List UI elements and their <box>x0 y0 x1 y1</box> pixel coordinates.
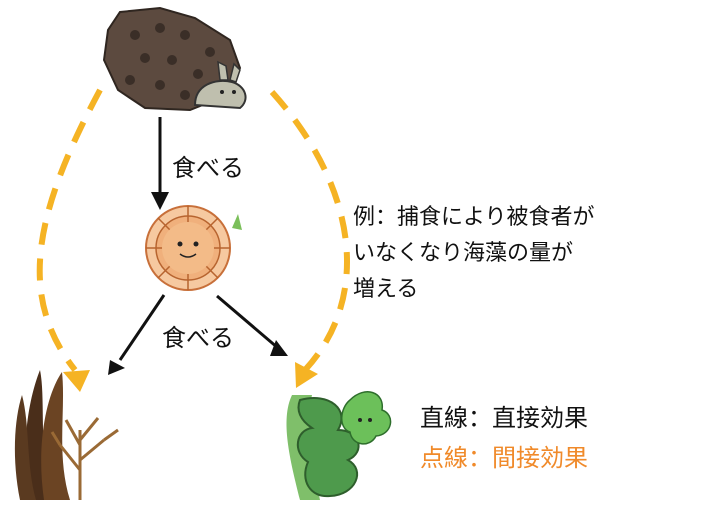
snail-creature-icon <box>193 60 247 110</box>
dashed-arrows <box>36 88 350 392</box>
dashed-arrowhead-right <box>295 362 318 388</box>
brown-kelp-icon <box>14 370 119 500</box>
eat-label-middle: 食べる <box>162 324 234 352</box>
sea-urchin-icon <box>145 205 242 291</box>
predator-rock-icon <box>102 6 247 112</box>
arrowhead-kelp <box>108 360 125 375</box>
example-line-3: 増える <box>353 277 419 302</box>
example-line-2: いなくなり海藻の量が <box>353 241 574 266</box>
arrow-urchin-to-seaweed <box>216 294 279 350</box>
dashed-arrow-left <box>36 88 103 372</box>
eat-label-top: 食べる <box>172 154 244 182</box>
arrowhead-seaweed <box>270 340 288 356</box>
arrowhead-urchin <box>151 192 169 210</box>
arrow-urchin-to-kelp <box>118 294 166 361</box>
example-line-1: 例：捕食により被食者が <box>353 205 595 230</box>
solid-arrows <box>108 117 288 375</box>
legend-direct-effect: 直線：直接効果 <box>420 404 588 432</box>
dashed-arrowhead-left <box>63 370 90 392</box>
legend-indirect-effect: 点線：間接効果 <box>420 444 588 472</box>
example-annotation: 例：捕食により被食者が いなくなり海藻の量が 増える <box>353 200 595 308</box>
green-seaweed-icon <box>286 391 392 500</box>
dashed-arrow-right <box>269 89 350 373</box>
